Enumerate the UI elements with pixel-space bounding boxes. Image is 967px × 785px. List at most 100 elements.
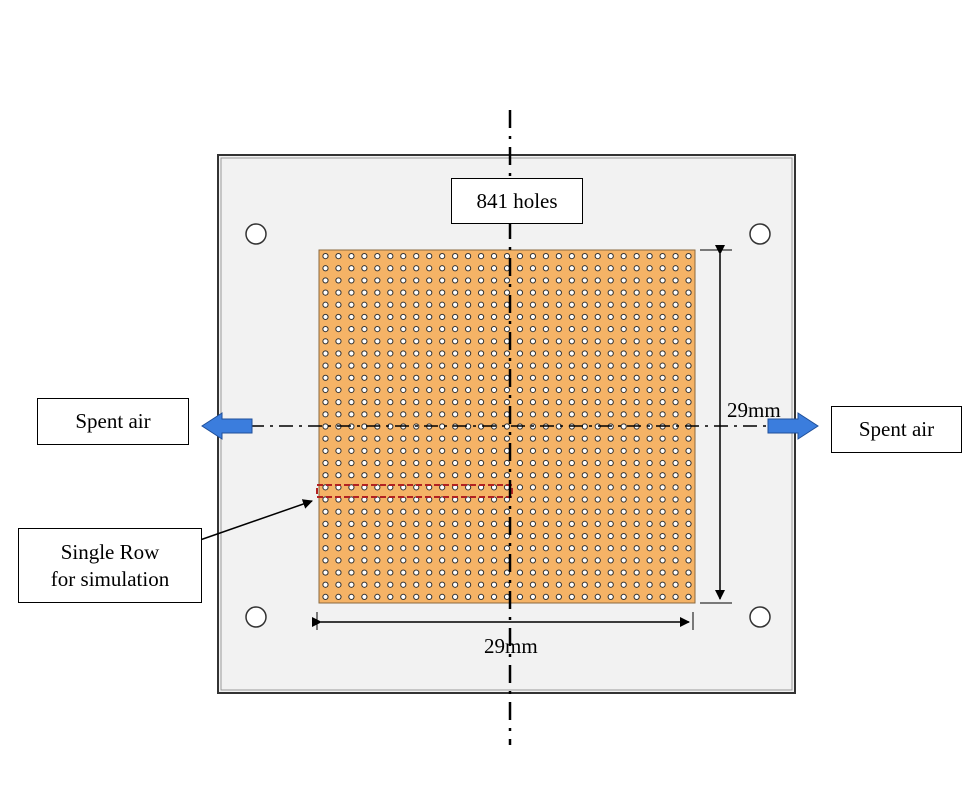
grid-hole	[568, 545, 575, 552]
grid-hole	[426, 374, 433, 381]
grid-hole	[594, 496, 601, 503]
grid-hole	[646, 265, 653, 272]
grid-hole	[439, 581, 446, 588]
grid-hole	[426, 313, 433, 321]
grid-hole	[659, 289, 666, 296]
grid-hole	[439, 411, 446, 418]
grid-hole	[387, 386, 394, 394]
grid-hole	[335, 569, 342, 576]
grid-hole	[516, 338, 524, 345]
grid-hole	[477, 411, 485, 418]
grid-hole	[594, 301, 601, 308]
grid-hole	[529, 289, 537, 296]
grid-hole	[452, 569, 459, 576]
grid-hole	[633, 301, 640, 308]
grid-hole	[646, 472, 653, 479]
grid-hole	[348, 532, 355, 540]
grid-hole	[335, 338, 342, 345]
grid-hole	[633, 569, 640, 576]
grid-hole	[413, 557, 420, 564]
grid-hole	[555, 326, 562, 333]
grid-hole	[581, 557, 588, 564]
grid-hole	[659, 569, 666, 576]
grid-hole	[439, 386, 446, 394]
grid-hole	[477, 265, 485, 272]
grid-hole	[607, 545, 614, 552]
grid-hole	[672, 252, 679, 260]
grid-hole	[335, 435, 342, 442]
grid-hole	[659, 399, 666, 406]
grid-hole	[374, 252, 381, 260]
grid-hole	[400, 399, 407, 406]
grid-hole	[400, 447, 407, 454]
grid-hole	[607, 338, 614, 345]
grid-hole	[568, 581, 575, 588]
grid-hole	[335, 386, 342, 394]
grid-hole	[374, 472, 381, 479]
grid-hole	[503, 326, 511, 333]
grid-hole	[465, 447, 472, 454]
grid-hole	[361, 374, 368, 381]
grid-hole	[439, 472, 446, 479]
grid-hole	[426, 265, 433, 272]
grid-hole	[335, 545, 342, 552]
grid-hole	[529, 581, 537, 588]
grid-hole	[685, 301, 692, 308]
grid-hole	[607, 435, 614, 442]
grid-hole	[672, 593, 679, 601]
grid-hole	[503, 435, 511, 442]
grid-hole	[555, 374, 562, 381]
grid-hole	[490, 581, 498, 588]
grid-hole	[555, 301, 562, 308]
grid-hole	[646, 277, 653, 284]
grid-hole	[439, 520, 446, 527]
grid-hole	[465, 593, 472, 601]
grid-hole	[646, 313, 653, 321]
grid-hole	[620, 496, 627, 503]
grid-hole	[516, 472, 524, 479]
dim-horizontal-label: 29mm	[484, 634, 538, 658]
grid-hole	[607, 593, 614, 601]
grid-hole	[465, 411, 472, 418]
grid-hole	[633, 350, 640, 357]
grid-hole	[594, 289, 601, 296]
grid-hole	[594, 362, 601, 369]
grid-hole	[529, 399, 537, 406]
grid-hole	[361, 569, 368, 576]
grid-hole	[646, 496, 653, 503]
grid-hole	[439, 593, 446, 601]
grid-hole	[607, 252, 614, 260]
grid-hole	[439, 557, 446, 564]
grid-hole	[620, 557, 627, 564]
grid-hole	[620, 399, 627, 406]
grid-hole	[581, 252, 588, 260]
grid-hole	[439, 508, 446, 515]
grid-hole	[361, 545, 368, 552]
grid-hole	[581, 520, 588, 527]
grid-hole	[529, 411, 537, 418]
grid-hole	[555, 569, 562, 576]
grid-hole	[568, 508, 575, 515]
grid-hole	[361, 399, 368, 406]
grid-hole	[516, 508, 524, 515]
grid-hole	[581, 386, 588, 394]
grid-hole	[568, 472, 575, 479]
grid-hole	[555, 545, 562, 552]
grid-hole	[465, 496, 472, 503]
grid-hole	[387, 399, 394, 406]
grid-hole	[633, 289, 640, 296]
grid-hole	[348, 581, 355, 588]
grid-hole	[426, 520, 433, 527]
grid-hole	[555, 508, 562, 515]
grid-hole	[439, 569, 446, 576]
grid-hole	[568, 374, 575, 381]
grid-hole	[646, 301, 653, 308]
grid-hole	[452, 362, 459, 369]
grid-hole	[672, 313, 679, 321]
grid-hole	[646, 520, 653, 527]
grid-hole	[322, 374, 329, 381]
grid-hole	[659, 557, 666, 564]
grid-hole	[620, 338, 627, 345]
grid-hole	[477, 520, 485, 527]
grid-hole	[374, 374, 381, 381]
